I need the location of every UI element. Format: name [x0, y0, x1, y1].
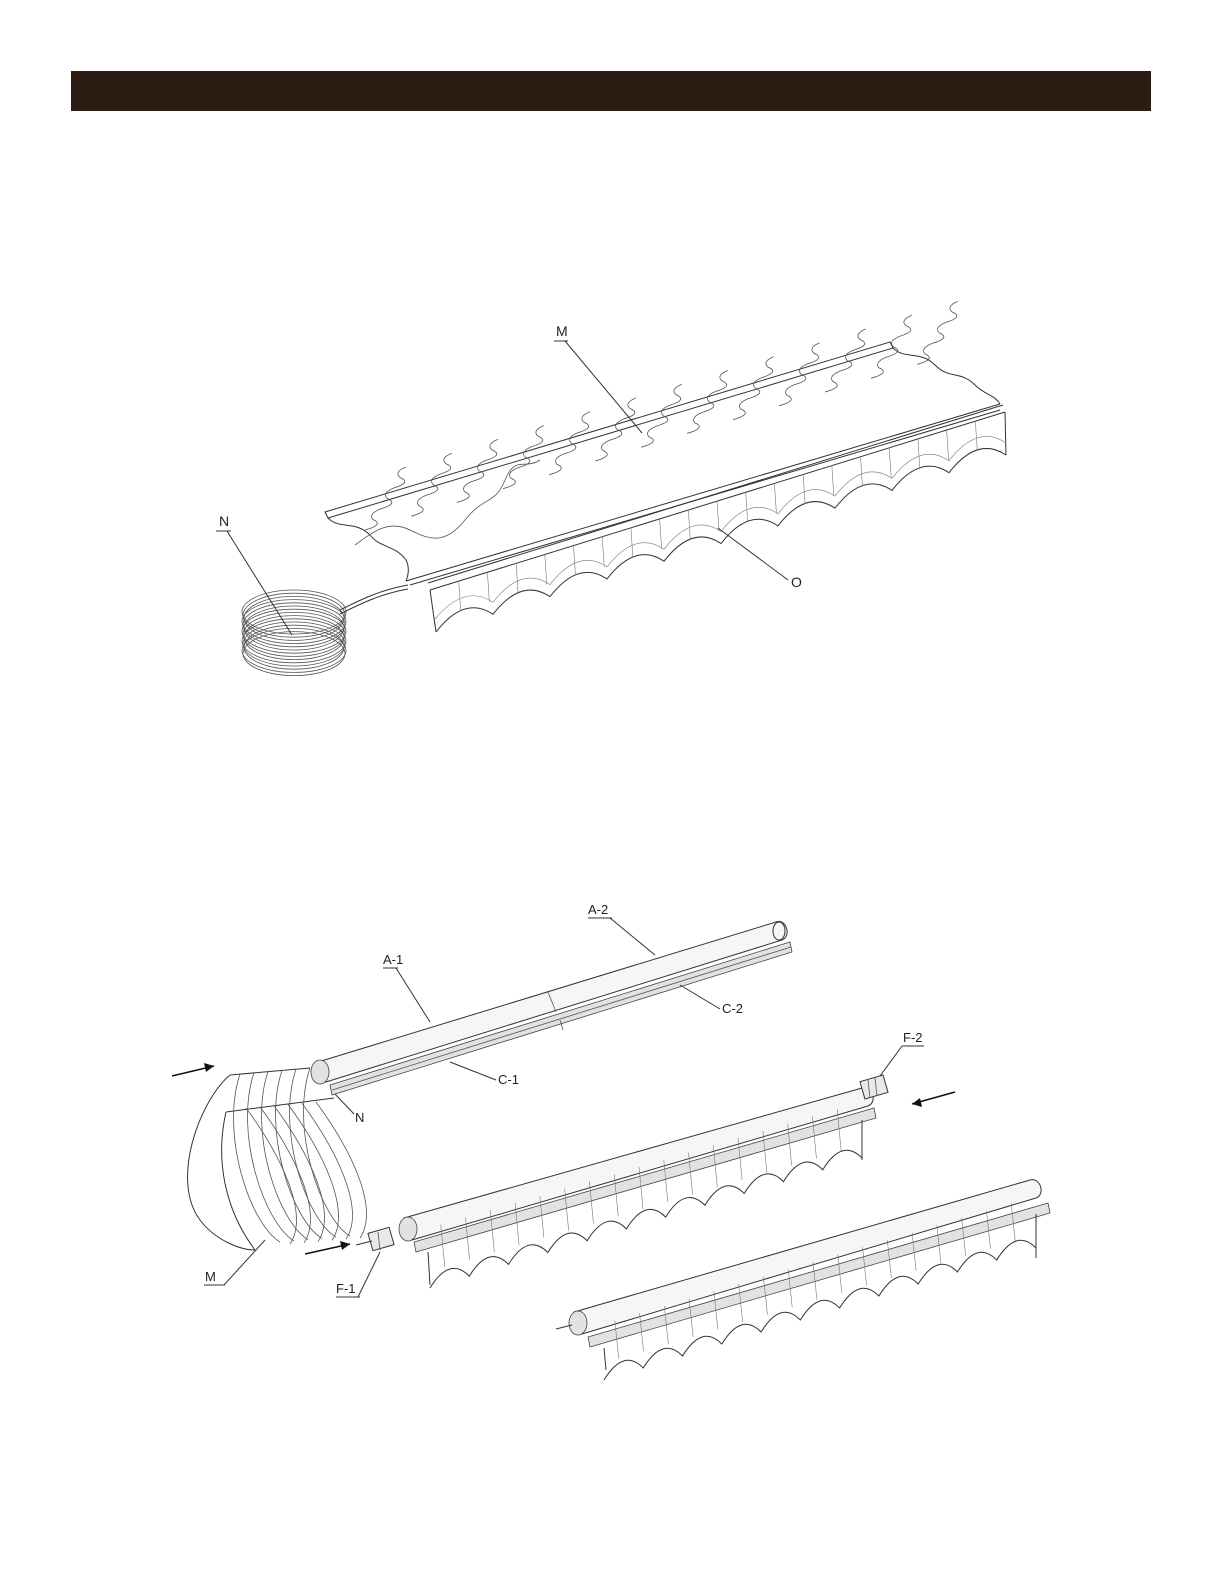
arrows	[172, 1063, 955, 1254]
roller-assembly-figure: A-1 A-2 C-2 C-1 N M F-1 F-2	[0, 880, 1225, 1400]
fabric-panel	[325, 301, 1000, 585]
label-f1: F-1	[336, 1281, 356, 1296]
header-bar	[71, 71, 1151, 111]
end-cap-f1	[356, 1227, 394, 1250]
label-a1: A-1	[383, 952, 403, 967]
assembled-roller	[556, 1180, 1050, 1380]
label-m: M	[556, 323, 568, 339]
label-m: M	[205, 1269, 216, 1284]
fabric-valance-figure: M N O	[0, 300, 1225, 700]
label-c2: C-2	[722, 1001, 743, 1016]
label-f2: F-2	[903, 1030, 923, 1045]
roller-tube	[311, 921, 787, 1084]
label-n: N	[219, 513, 229, 529]
end-cap-f2	[860, 1075, 888, 1099]
fabric-bundle	[188, 1068, 367, 1250]
fabric-valance-drawing: M N O	[0, 300, 1225, 700]
label-c1: C-1	[498, 1072, 519, 1087]
cord-coil	[242, 585, 408, 676]
label-a2: A-2	[588, 902, 608, 917]
label-o: O	[791, 574, 802, 590]
roller-assembly-drawing: A-1 A-2 C-2 C-1 N M F-1 F-2	[0, 880, 1225, 1400]
valance	[428, 405, 1006, 632]
label-n: N	[355, 1110, 364, 1125]
